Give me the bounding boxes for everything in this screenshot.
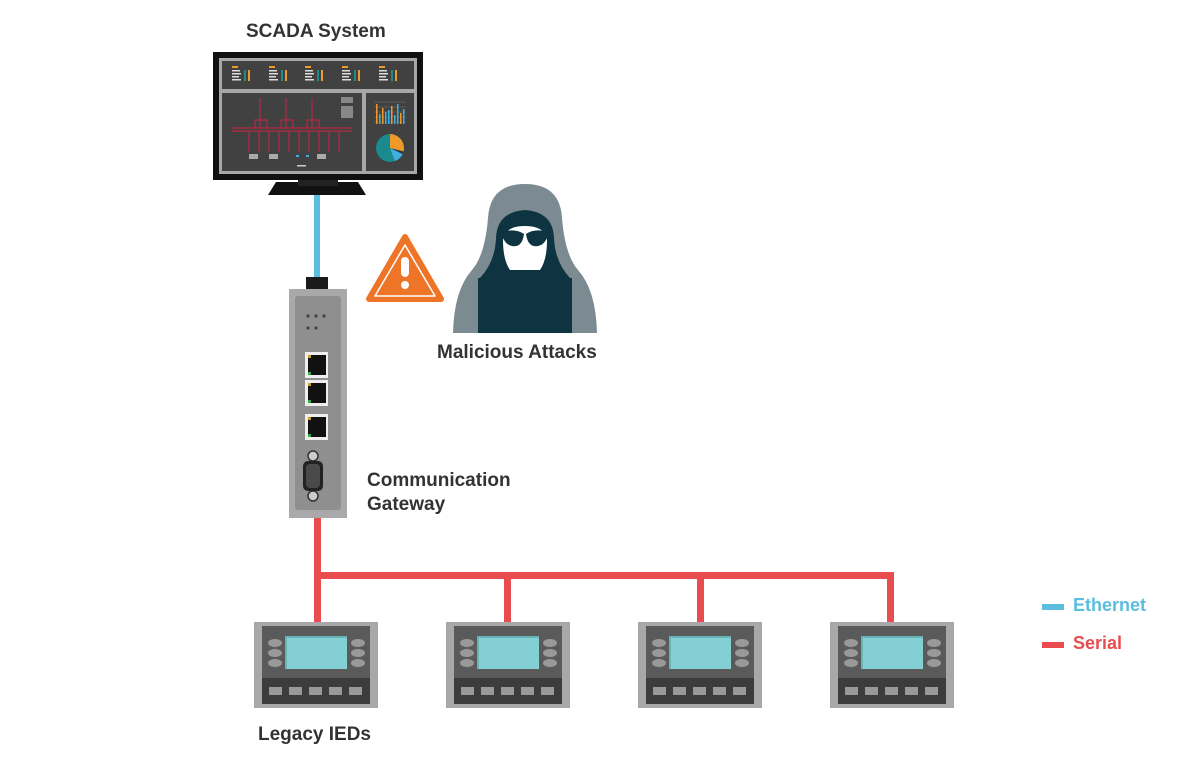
ied-list — [254, 622, 954, 708]
ied-button — [543, 639, 557, 647]
ied-button — [543, 659, 557, 667]
malicious-attacks-label: Malicious Attacks — [437, 342, 597, 363]
ied-button — [735, 659, 749, 667]
hacker-icon — [453, 184, 597, 333]
scada-single-line-panel — [222, 93, 362, 171]
warning-icon — [366, 234, 444, 302]
scada-status-panels — [232, 66, 397, 81]
ied-key — [693, 687, 706, 695]
legend-swatch-ethernet — [1042, 604, 1064, 610]
ied-screen — [479, 638, 539, 669]
ied-key — [289, 687, 302, 695]
ied-key — [541, 687, 554, 695]
serial-drop-2 — [504, 572, 511, 625]
ied-device[interactable] — [638, 622, 762, 708]
serial-bus — [314, 515, 894, 625]
serial-db9-port — [303, 450, 323, 502]
ethernet-port-3 — [305, 414, 328, 440]
ied-button — [460, 639, 474, 647]
ied-key — [653, 687, 666, 695]
ied-button — [927, 659, 941, 667]
ied-key — [481, 687, 494, 695]
ethernet-port-2 — [305, 380, 328, 406]
laptop — [478, 278, 572, 333]
ied-button — [268, 639, 282, 647]
ied-key — [309, 687, 322, 695]
ied-device[interactable] — [254, 622, 378, 708]
ied-button — [351, 649, 365, 657]
ied-button — [652, 639, 666, 647]
ied-screen — [863, 638, 923, 669]
ied-key — [925, 687, 938, 695]
ied-key — [845, 687, 858, 695]
ied-button — [652, 659, 666, 667]
ied-button — [844, 639, 858, 647]
scada-monitor-icon[interactable] — [213, 52, 423, 195]
ied-button — [543, 649, 557, 657]
ied-button — [460, 649, 474, 657]
serial-drop-4 — [887, 572, 894, 625]
ied-button — [460, 659, 474, 667]
ied-screen — [287, 638, 347, 669]
ied-key — [329, 687, 342, 695]
legend-ethernet-label: Ethernet — [1073, 595, 1147, 615]
ied-button — [652, 649, 666, 657]
serial-bus-horizontal — [314, 572, 894, 579]
ied-key — [501, 687, 514, 695]
scada-pie-chart-icon — [376, 134, 404, 162]
ied-button — [268, 649, 282, 657]
ied-button — [844, 659, 858, 667]
ied-device[interactable] — [446, 622, 570, 708]
ied-button — [844, 649, 858, 657]
ied-button — [735, 639, 749, 647]
ied-key — [905, 687, 918, 695]
ied-key — [885, 687, 898, 695]
ied-button — [351, 659, 365, 667]
ied-key — [865, 687, 878, 695]
ied-device[interactable] — [830, 622, 954, 708]
scada-bar-chart-icon — [376, 104, 405, 124]
legacy-ieds-label: Legacy IEDs — [258, 724, 371, 745]
ied-screen — [671, 638, 731, 669]
ethernet-port-1 — [305, 352, 328, 378]
gateway-label-line1: Communication — [367, 470, 511, 491]
ied-key — [733, 687, 746, 695]
ied-key — [349, 687, 362, 695]
communication-gateway-icon[interactable] — [289, 277, 347, 518]
serial-trunk — [314, 515, 321, 625]
ied-key — [461, 687, 474, 695]
scada-system-label: SCADA System — [246, 21, 386, 42]
gateway-label-line2: Gateway — [367, 494, 446, 515]
serial-drop-3 — [697, 572, 704, 625]
ied-key — [713, 687, 726, 695]
ied-button — [735, 649, 749, 657]
legend-serial-label: Serial — [1073, 633, 1123, 653]
ied-button — [268, 659, 282, 667]
ied-button — [927, 639, 941, 647]
ied-key — [521, 687, 534, 695]
ied-key — [269, 687, 282, 695]
ethernet-connector — [306, 277, 328, 290]
ied-button — [927, 649, 941, 657]
ethernet-link — [314, 195, 320, 277]
ied-button — [351, 639, 365, 647]
legend-swatch-serial — [1042, 642, 1064, 648]
ied-key — [673, 687, 686, 695]
